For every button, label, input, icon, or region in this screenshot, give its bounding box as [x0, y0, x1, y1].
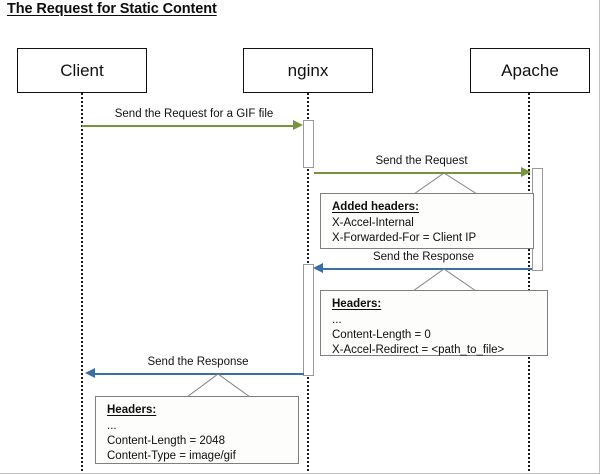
note-added-headers-line-2: X-Forwarded-For = Client IP — [332, 232, 477, 244]
note-response-headers-client: Headers: ... Content-Length = 2048 Conte… — [95, 396, 299, 464]
note-response-headers-client-line-2: Content-Length = 2048 — [107, 435, 225, 447]
message-line-nginx-to-client[interactable] — [94, 373, 304, 375]
lifeline-client — [81, 93, 83, 471]
arrowhead-client-to-nginx — [293, 120, 303, 130]
note-response-headers-apache-title: Headers: — [332, 298, 382, 310]
lifeline-apache — [528, 93, 530, 471]
note-response-headers-apache: Headers: ... Content-Length = 0 X-Accel-… — [320, 290, 548, 356]
participant-label-client: Client — [60, 60, 104, 80]
participant-box-apache[interactable]: Apache — [470, 48, 590, 93]
activation-bar-nginx-request — [303, 120, 314, 168]
note-response-headers-client-title: Headers: — [107, 404, 157, 416]
callout-tail-response-headers-client — [186, 373, 251, 398]
arrowhead-nginx-to-apache — [521, 167, 531, 177]
message-label-nginx-to-apache: Send the Request — [375, 155, 468, 167]
arrowhead-nginx-to-client — [85, 368, 95, 378]
activation-bar-nginx-response — [303, 264, 314, 376]
note-response-headers-client-line-1: ... — [107, 420, 117, 432]
note-response-headers-client-line-3: Content-Type = image/gif — [107, 450, 236, 462]
note-added-headers-title: Added headers: — [332, 201, 419, 213]
message-label-nginx-to-client: Send the Response — [147, 356, 249, 368]
callout-tail-response-headers-apache — [412, 268, 477, 292]
note-response-headers-apache-line-3: X-Accel-Redirect = <path_to_file> — [332, 344, 505, 356]
note-response-headers-apache-line-1: ... — [332, 314, 342, 326]
participant-label-apache: Apache — [501, 60, 559, 80]
page-title: The Request for Static Content — [7, 1, 217, 17]
message-line-nginx-to-apache[interactable] — [314, 172, 522, 174]
callout-tail-added-headers — [413, 172, 478, 195]
participant-box-client[interactable]: Client — [17, 48, 147, 93]
message-line-apache-to-nginx[interactable] — [322, 268, 532, 270]
arrowhead-apache-to-nginx — [313, 263, 323, 273]
message-line-client-to-nginx[interactable] — [82, 125, 295, 127]
participant-box-nginx[interactable]: nginx — [243, 48, 373, 93]
message-label-client-to-nginx: Send the Request for a GIF file — [114, 108, 274, 120]
participant-label-nginx: nginx — [287, 60, 329, 80]
note-added-headers-line-1: X-Accel-Internal — [332, 217, 414, 229]
note-response-headers-apache-line-2: Content-Length = 0 — [332, 329, 431, 341]
note-added-headers: Added headers: X-Accel-Internal X-Forwar… — [320, 193, 534, 249]
message-label-apache-to-nginx: Send the Response — [372, 251, 475, 263]
